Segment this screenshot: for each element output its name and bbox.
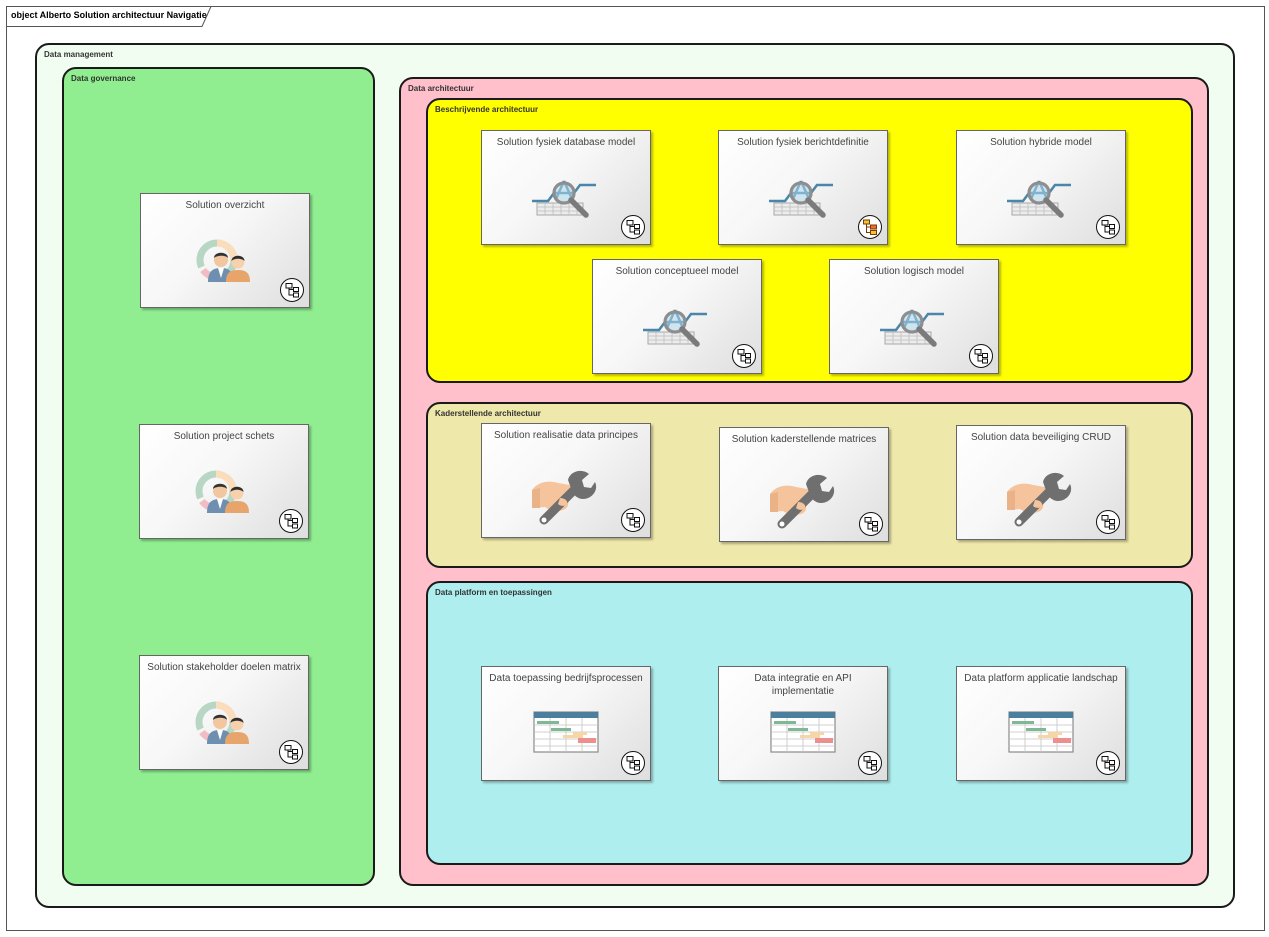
gantt-chart-icon: [770, 711, 836, 753]
diagram-title: object Alberto Solution architectuur Nav…: [11, 10, 207, 20]
card-solution-fysiek-database-model[interactable]: Solution fysiek database model: [481, 130, 651, 245]
card-title: Solution hybride model: [990, 137, 1092, 148]
hierarchy-icon: [862, 219, 878, 235]
card-title: Solution conceptueel model: [615, 266, 739, 277]
card-solution-overzicht[interactable]: Solution overzicht: [140, 193, 310, 308]
diagram-link-icon: [283, 744, 299, 760]
card-title: Solution realisatie data principes: [494, 430, 638, 441]
card-title: Data platform applicatie landschap: [964, 673, 1118, 684]
card-solution-realisatie-data-principes[interactable]: Solution realisatie data principes: [481, 423, 651, 538]
card-solution-stakeholder-doelen-matrix[interactable]: Solution stakeholder doelen matrix: [139, 655, 309, 770]
data-model-icon: [641, 304, 713, 352]
stakeholders-icon: [194, 700, 254, 744]
data-model-icon: [767, 175, 839, 223]
diagram-link-icon: [625, 219, 641, 235]
diagram-link-icon: [973, 348, 989, 364]
diagram-link-icon: [1100, 755, 1116, 771]
card-title: Solution kaderstellende matrices: [731, 434, 877, 445]
diagram-link-icon: [283, 513, 299, 529]
card-title: Solution logisch model: [863, 266, 965, 277]
card-title: Solution data beveiliging CRUD: [970, 432, 1112, 443]
diagram-link-icon: [736, 348, 752, 364]
card-title: Data integratie en API implementatie: [754, 673, 852, 697]
gantt-chart-icon: [533, 711, 599, 753]
group-label-kaderstellende: Kaderstellende architectuur: [435, 409, 541, 418]
data-model-icon: [1005, 175, 1077, 223]
group-label-beschrijvende: Beschrijvende architectuur: [435, 105, 539, 114]
diagram-link-icon: [284, 282, 300, 298]
card-solution-fysiek-berichtdefinitie[interactable]: Solution fysiek berichtdefinitie: [718, 130, 888, 245]
card-solution-hybride-model[interactable]: Solution hybride model: [956, 130, 1126, 245]
data-model-icon: [530, 175, 602, 223]
card-solution-data-beveiliging-crud[interactable]: Solution data beveiliging CRUD: [956, 425, 1126, 540]
card-solution-project-schets[interactable]: Solution project schets: [139, 424, 309, 539]
card-title: Solution project schets: [173, 431, 275, 442]
group-label-data-architectuur: Data architectuur: [408, 84, 474, 93]
group-label-data-platform: Data platform en toepassingen: [435, 588, 552, 597]
diagram-link-icon: [1100, 514, 1116, 530]
data-model-icon: [878, 304, 950, 352]
diagram-link-icon: [863, 516, 879, 532]
gantt-chart-icon: [1008, 711, 1074, 753]
wrench-hand-icon: [1005, 470, 1077, 528]
group-label-data-governance: Data governance: [71, 74, 136, 83]
card-title: Solution fysiek database model: [496, 137, 636, 148]
stakeholders-icon: [195, 238, 255, 282]
group-label-data-management: Data management: [44, 50, 113, 59]
diagram-frame: [6, 6, 1265, 931]
card-title: Solution overzicht: [185, 200, 265, 211]
diagram-link-icon: [625, 755, 641, 771]
card-solution-conceptueel-model[interactable]: Solution conceptueel model: [592, 259, 762, 374]
card-title: Solution fysiek berichtdefinitie: [737, 137, 869, 148]
card-data-integratie-en-api-implementatie[interactable]: Data integratie en API implementatie: [718, 666, 888, 781]
wrench-hand-icon: [530, 468, 602, 526]
card-data-platform-applicatie-landschap[interactable]: Data platform applicatie landschap: [956, 666, 1126, 781]
title-tab-shape: [6, 6, 212, 27]
diagram-link-icon: [625, 512, 641, 528]
stakeholders-icon: [194, 469, 254, 513]
card-title: Data toepassing bedrijfsprocessen: [489, 673, 643, 684]
card-solution-logisch-model[interactable]: Solution logisch model: [829, 259, 999, 374]
card-solution-kaderstellende-matrices[interactable]: Solution kaderstellende matrices: [719, 427, 889, 542]
wrench-hand-icon: [768, 472, 840, 530]
card-title: Solution stakeholder doelen matrix: [147, 662, 301, 673]
diagram-link-icon: [862, 755, 878, 771]
card-data-toepassing-bedrijfsprocessen[interactable]: Data toepassing bedrijfsprocessen: [481, 666, 651, 781]
diagram-link-icon: [1100, 219, 1116, 235]
